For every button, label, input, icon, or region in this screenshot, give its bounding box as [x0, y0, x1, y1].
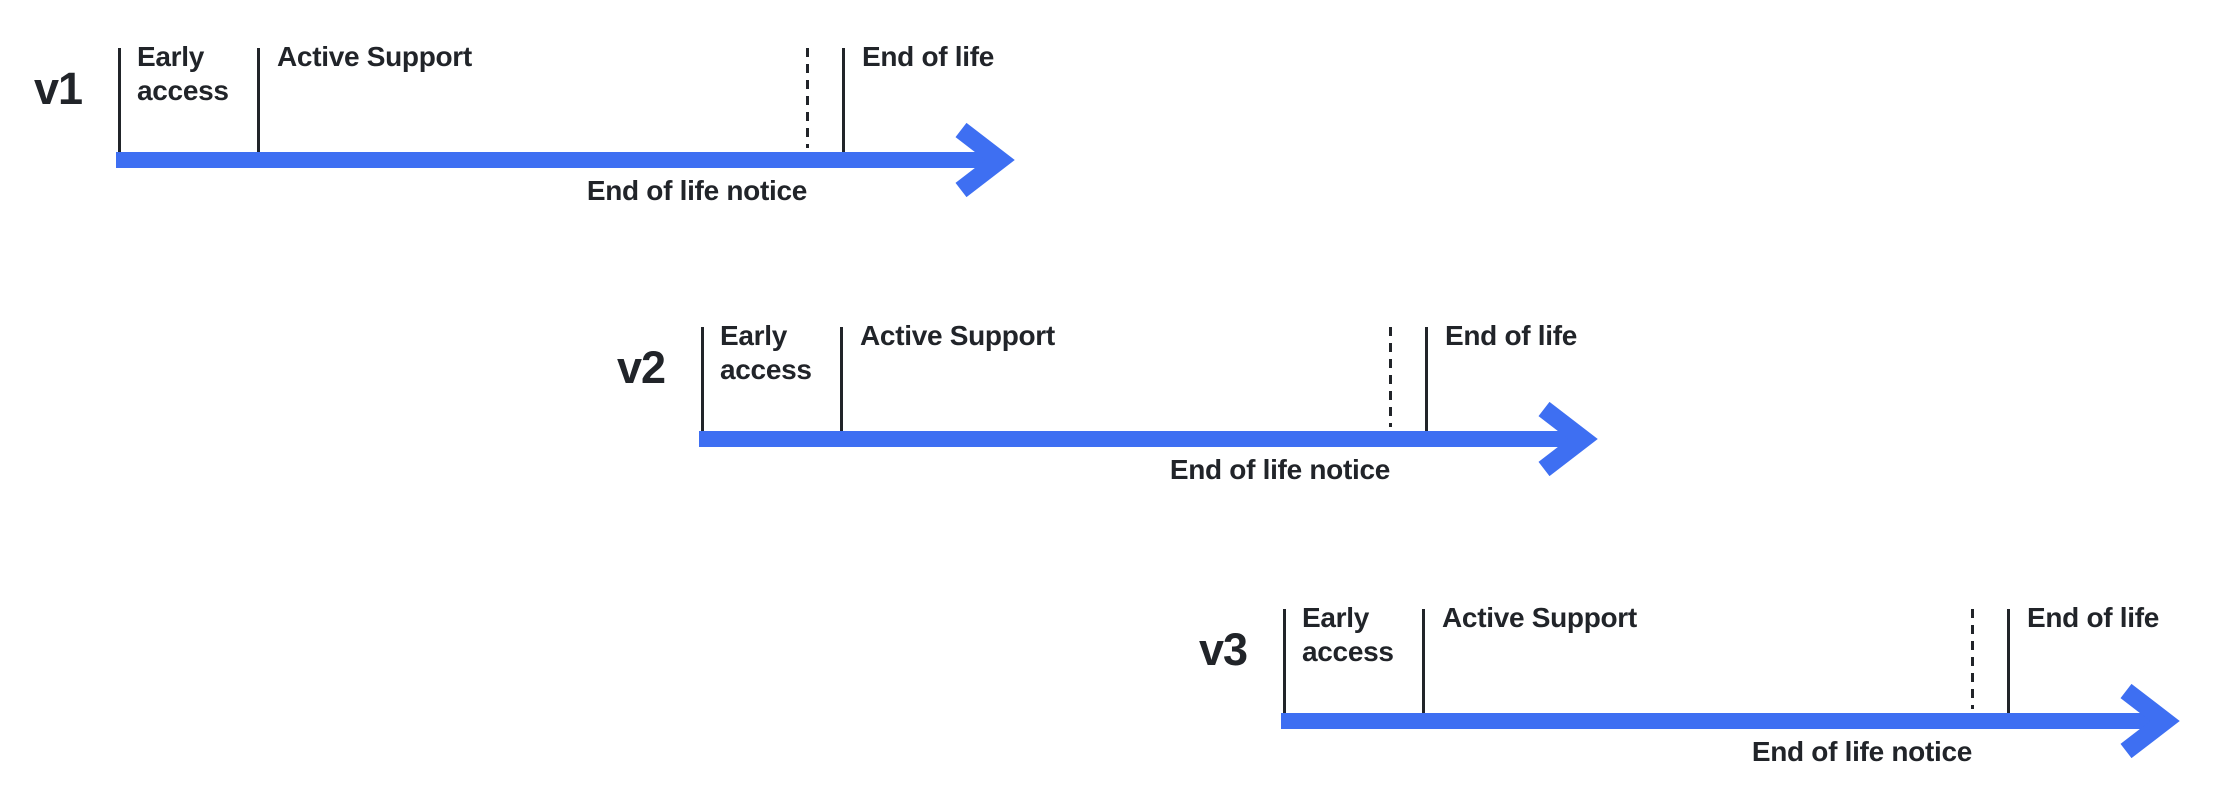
timeline-row-v1: v1 Early access Active Support End of li…: [34, 41, 1156, 238]
early-access-label: Early access: [137, 41, 229, 106]
version-label: v2: [616, 342, 666, 393]
version-label: v1: [33, 63, 83, 114]
eol-notice-label: End of life notice: [586, 175, 807, 206]
active-support-start-tick: [1422, 609, 1425, 713]
active-support-start-tick: [840, 327, 843, 431]
eol-notice-dashed-line: [1389, 327, 1392, 427]
early-access-label: Early access: [720, 320, 812, 385]
end-of-life-tick: [1425, 327, 1428, 431]
early-access-start-tick: [118, 48, 121, 152]
active-support-label: Active Support: [277, 41, 472, 72]
arrow-head-icon: [955, 122, 1015, 198]
arrow-head-icon: [2120, 683, 2180, 759]
end-of-life-label: End of life: [862, 41, 995, 72]
end-of-life-tick: [842, 48, 845, 152]
end-of-life-label: End of life: [2027, 602, 2160, 633]
active-support-start-tick: [257, 48, 260, 152]
eol-notice-dashed-line: [1971, 609, 1974, 709]
active-support-label: Active Support: [860, 320, 1055, 351]
arrow-shaft: [116, 152, 998, 168]
early-access-start-tick: [701, 327, 704, 431]
eol-notice-label: End of life notice: [1751, 736, 1972, 767]
timeline-row-v3: v3 Early access Active Support End of li…: [1199, 602, 2228, 799]
timeline-row-v2: v2 Early access Active Support End of li…: [617, 320, 1739, 517]
arrow-shaft: [699, 431, 1581, 447]
end-of-life-label: End of life: [1445, 320, 1578, 351]
arrow-shaft: [1281, 713, 2163, 729]
end-of-life-tick: [2007, 609, 2010, 713]
arrow-head-icon: [1538, 401, 1598, 477]
timeline-arrow: [1281, 683, 2180, 759]
eol-notice-label: End of life notice: [1169, 454, 1390, 485]
timeline-arrow: [116, 122, 1015, 198]
active-support-label: Active Support: [1442, 602, 1637, 633]
version-label: v3: [1198, 624, 1248, 675]
early-access-start-tick: [1283, 609, 1286, 713]
early-access-label: Early access: [1302, 602, 1394, 667]
timeline-arrow: [699, 401, 1598, 477]
eol-notice-dashed-line: [806, 48, 809, 148]
